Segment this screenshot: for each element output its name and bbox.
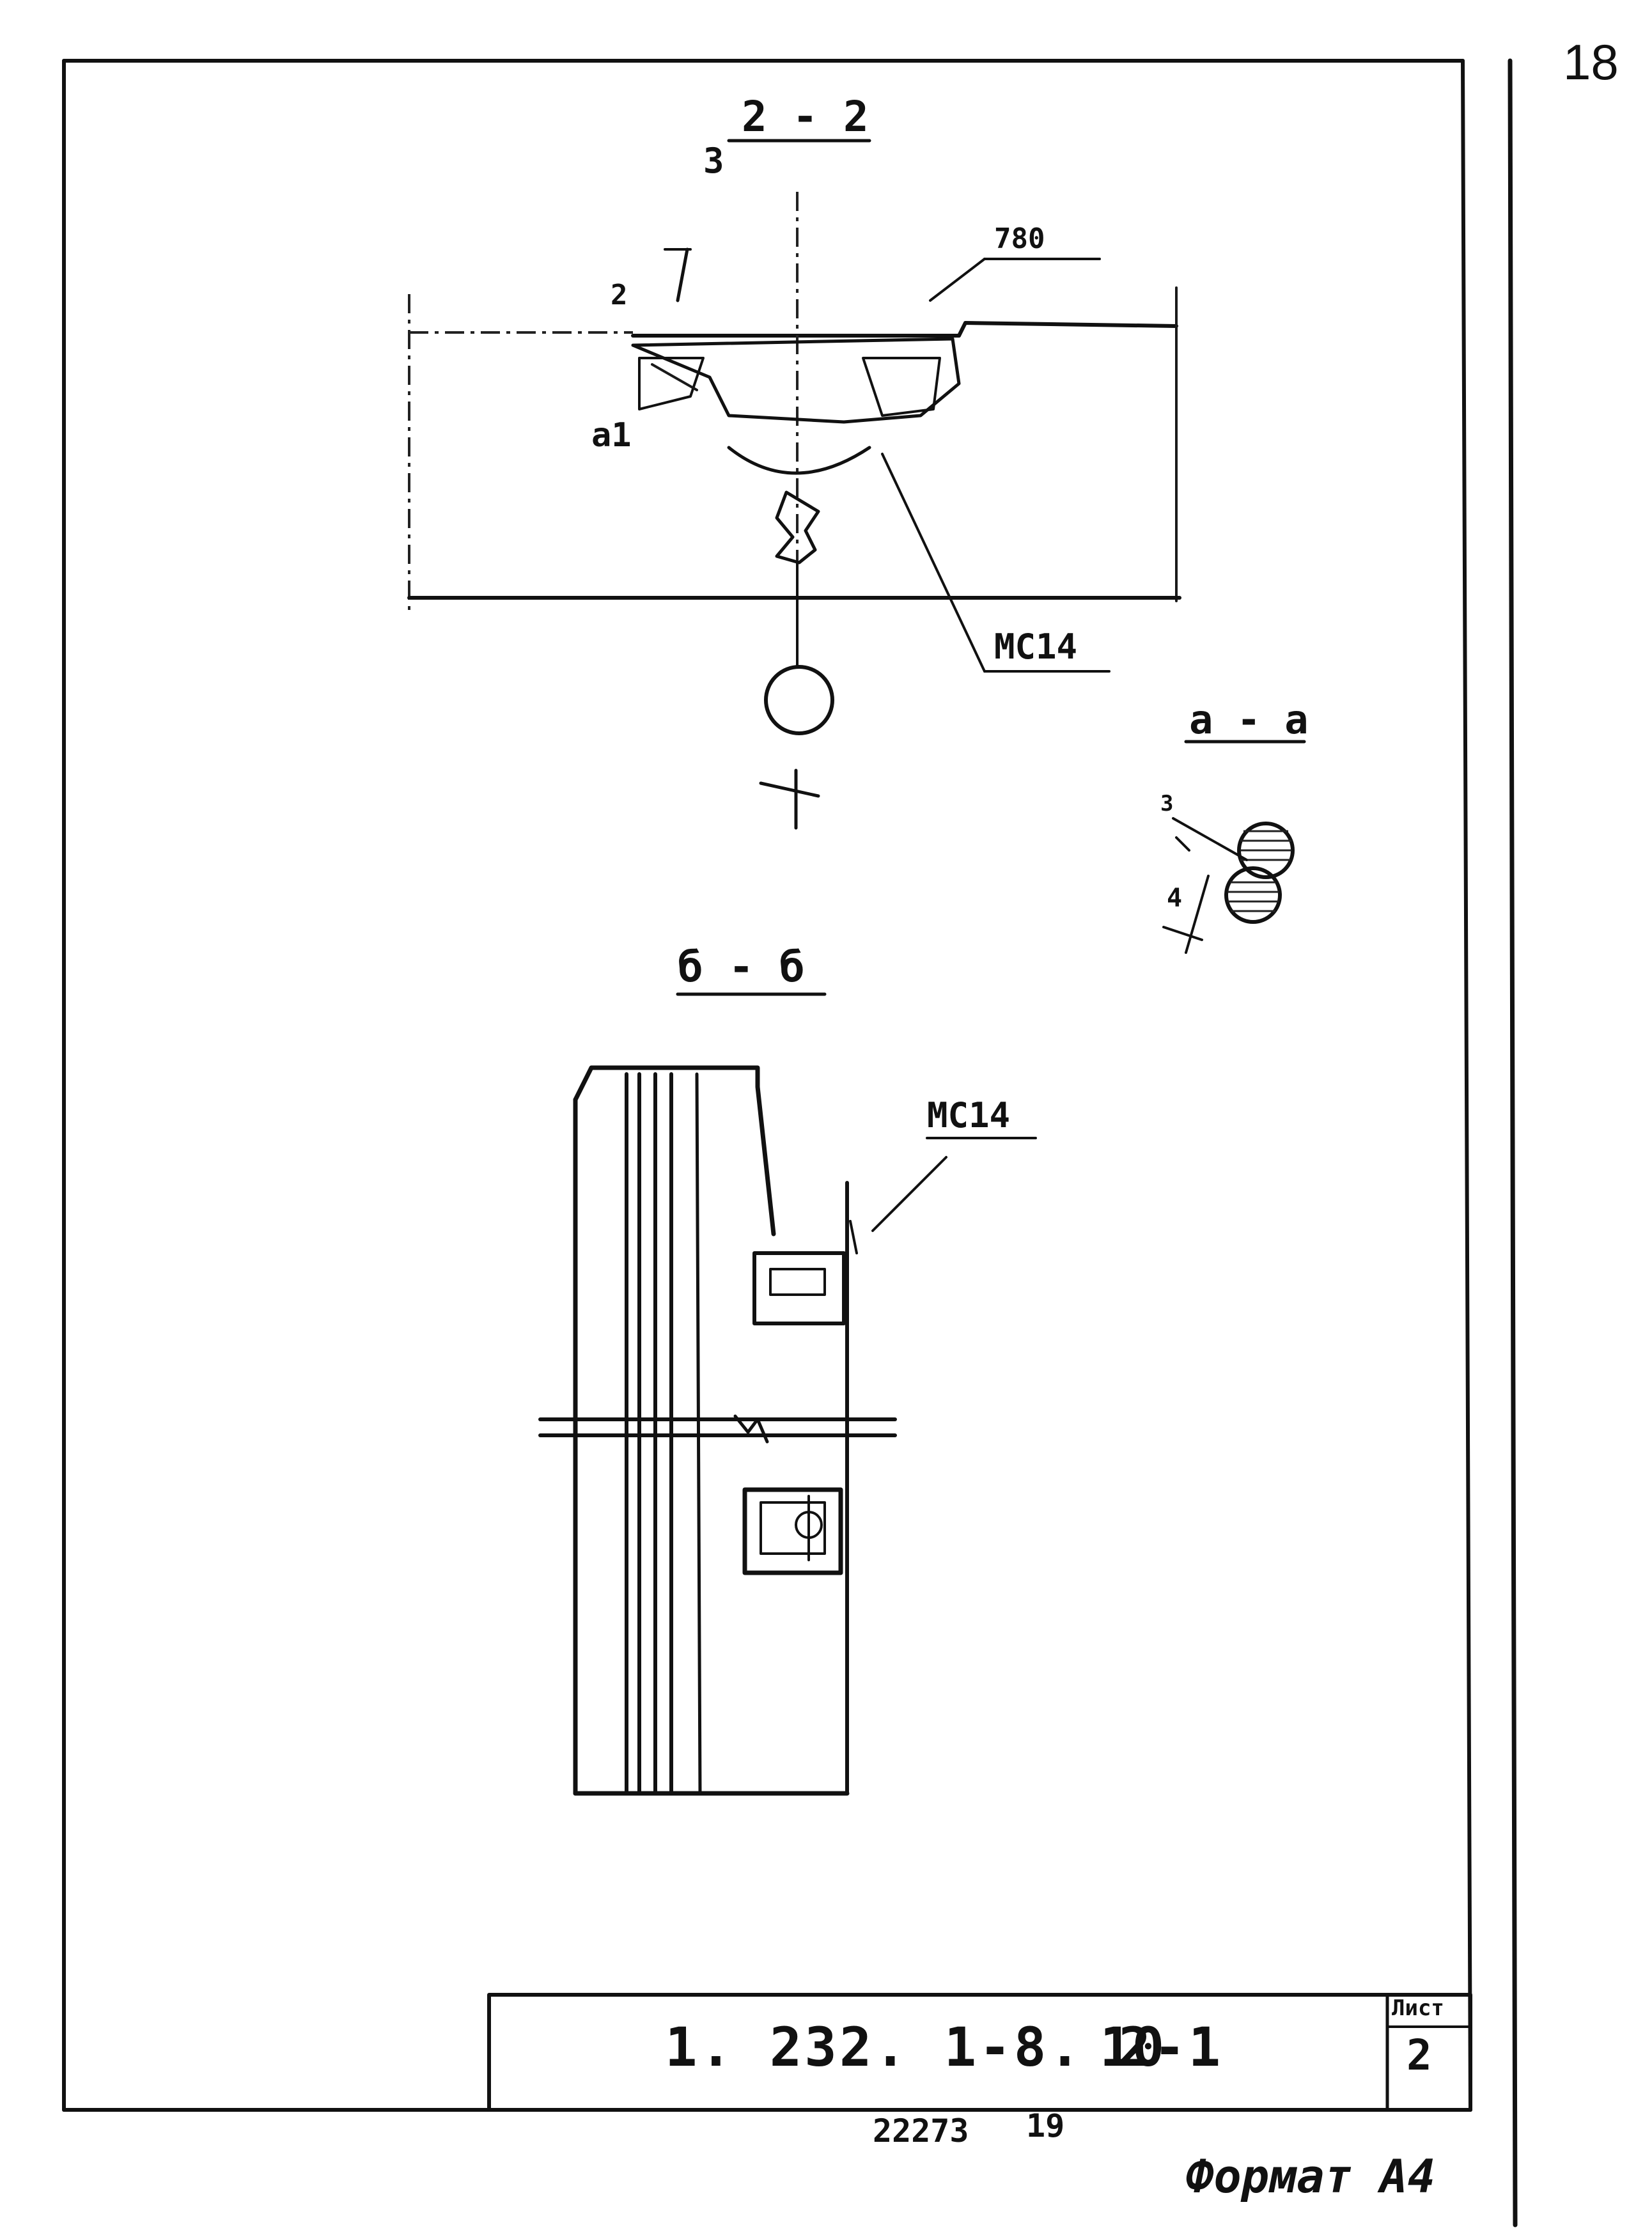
document-code: 1. 232. 1-8. 2-1 [665,2016,1224,2079]
weld-size-4: 4 [1167,884,1183,913]
section-title-2-2: 2 - 2 [742,92,869,141]
section-2-2-view [407,139,1181,830]
section-b-b-view [538,992,1037,1796]
section-title-a-a: a - a [1189,696,1309,743]
sheet-frame [62,58,1518,2227]
title-block [487,1993,1472,2112]
page-number: 18 [1563,34,1619,90]
weld-mark-mc14-bottom: МС14 [927,1095,1011,1135]
section-a-a-view [1162,740,1306,954]
weld-size-3: 3 [1160,791,1174,816]
format-label: Формат А4 [1186,2149,1436,2203]
weld-label-a1: a1 [591,416,632,455]
position-mark-3: 3 [703,141,724,181]
section-title-b-b: б - б [678,942,805,992]
position-mark-2: 2 [611,279,628,311]
copy-number: 19 [1026,2107,1065,2144]
archive-number: 22273 [873,2112,969,2149]
weld-mark-mc14-top: МС14 [994,627,1078,667]
sheet-number: 2 [1407,2031,1432,2080]
document-revision: 10 [1100,2016,1165,2079]
sheet-label: Лист [1392,1995,1444,2021]
dimension-780: 780 [994,222,1045,255]
